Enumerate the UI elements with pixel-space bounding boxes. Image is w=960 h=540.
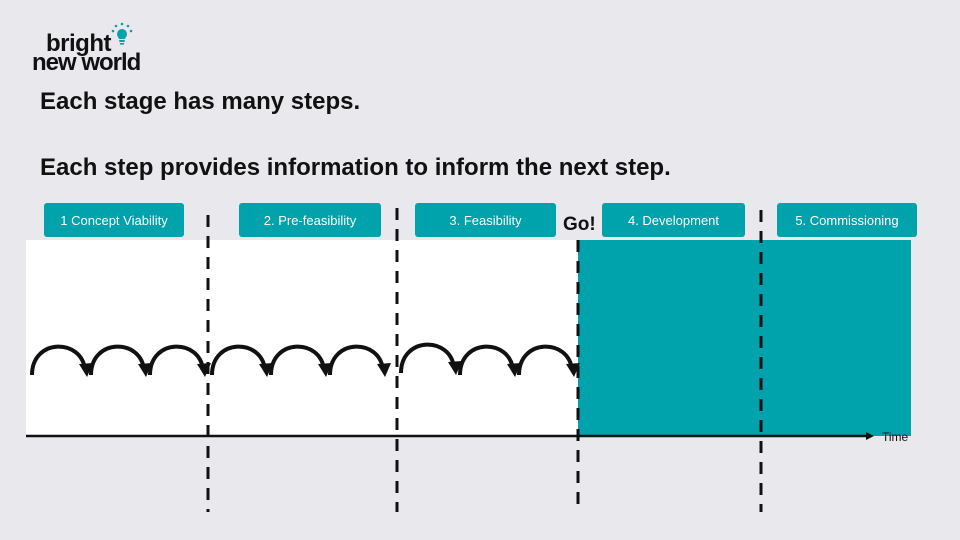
headline-line-2: Each step provides information to inform…	[40, 154, 671, 181]
early-stages-area	[26, 240, 578, 436]
logo: bright new world	[32, 22, 162, 76]
step-arrow	[210, 344, 267, 376]
step-arrow-head	[507, 363, 521, 377]
step-arrow	[458, 344, 515, 376]
step-arrow	[89, 344, 146, 376]
go-label: Go!	[563, 214, 596, 235]
step-arrow-head	[318, 363, 332, 377]
stage-5-commissioning: 5. Commissioning	[777, 203, 917, 237]
time-axis-label: Time	[882, 430, 909, 444]
step-arrow-head	[79, 363, 93, 377]
go-stages-area	[578, 240, 911, 436]
step-arrow	[328, 344, 385, 376]
stage-3-feasibility: 3. Feasibility	[415, 203, 556, 237]
stage-2-pre-feasibility: 2. Pre-feasibility	[239, 203, 381, 237]
step-arrow	[269, 344, 326, 376]
stage-1-concept-viability: 1 Concept Viability	[44, 203, 184, 237]
headline-line-1: Each stage has many steps.	[40, 88, 361, 115]
step-arrow-head	[197, 363, 211, 377]
step-arrows	[30, 342, 580, 377]
step-arrow-head	[138, 363, 152, 377]
step-arrow-head	[448, 361, 462, 375]
stage-4-development: 4. Development	[602, 203, 745, 237]
step-arrow-head	[377, 363, 391, 377]
step-arrow	[517, 344, 574, 376]
logo-text-new-world: new world	[32, 49, 141, 76]
step-arrow	[30, 344, 87, 376]
step-arrow	[399, 342, 456, 374]
logo-text-bright: bright	[46, 30, 111, 57]
lightbulb-icon	[111, 22, 133, 45]
step-arrow-head	[566, 363, 580, 377]
step-arrow-head	[259, 363, 273, 377]
step-arrow	[148, 344, 205, 376]
